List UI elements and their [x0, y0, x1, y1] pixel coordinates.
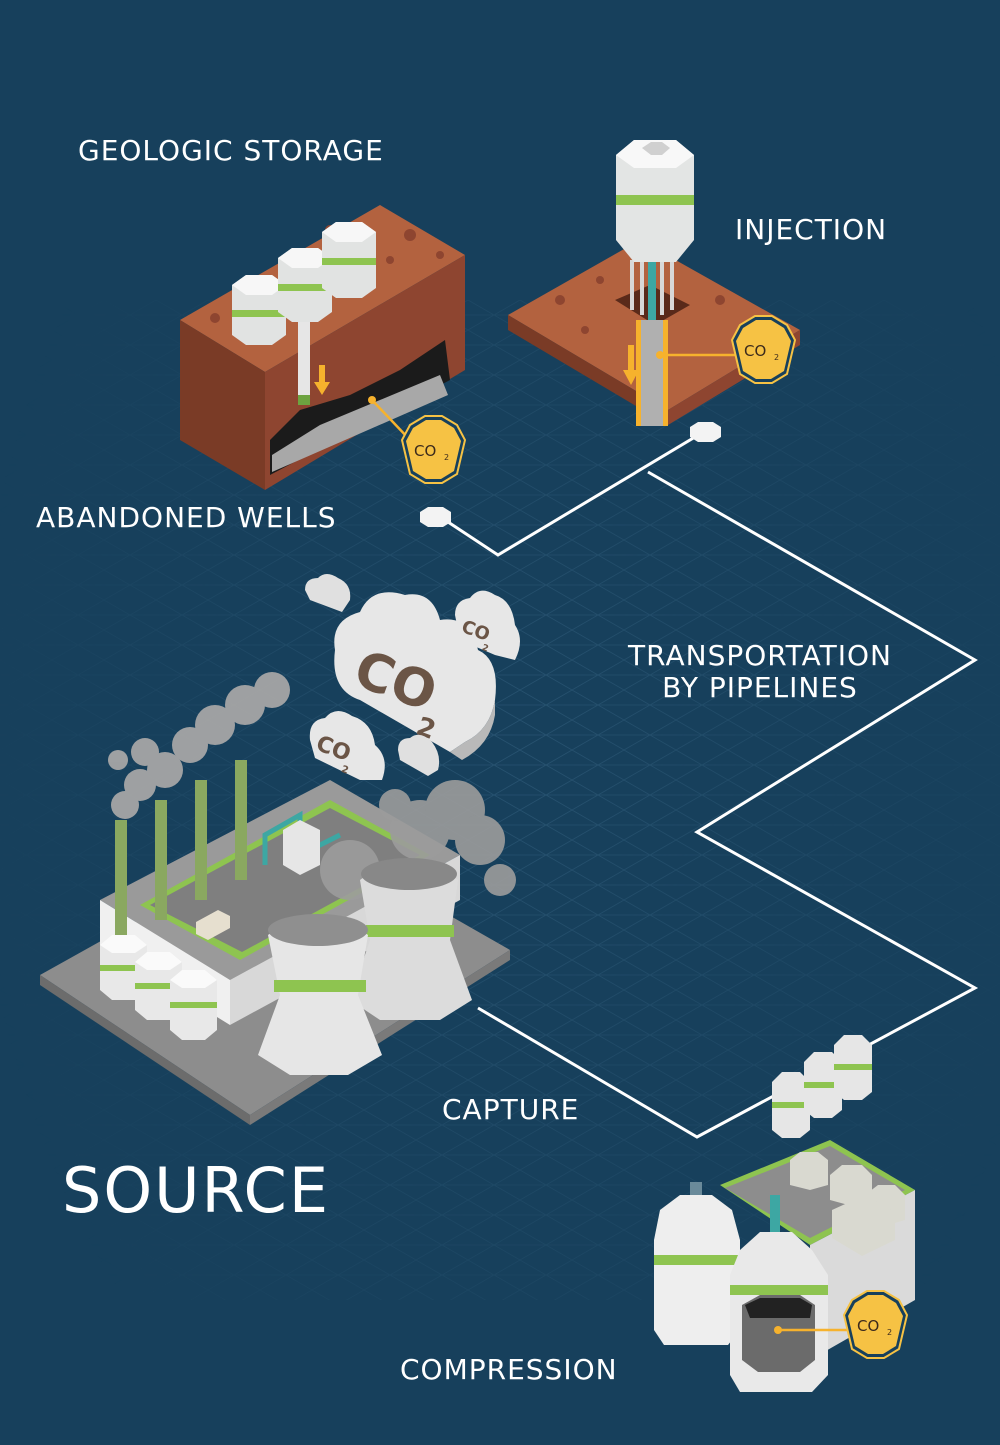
co2-badge-injection: CO 2 — [732, 316, 795, 383]
label-transportation-line1: TRANSPORTATION — [590, 642, 930, 670]
smokestack — [155, 800, 167, 920]
isometric-grid — [0, 300, 1000, 1300]
label-transportation-line2: BY PIPELINES — [590, 674, 930, 702]
co2-badge-subscript: 2 — [444, 453, 449, 462]
label-source: SOURCE — [62, 1160, 330, 1222]
smokestack — [115, 820, 127, 940]
smokestack — [195, 780, 207, 900]
label-geologic-storage: GEOLOGIC STORAGE — [78, 137, 384, 165]
smokestack — [235, 760, 247, 880]
pipeline-node-wells — [420, 507, 451, 527]
storage-tank — [232, 275, 286, 345]
co2-badge-compression: CO 2 — [844, 1291, 907, 1358]
pipeline-node-injection — [690, 422, 721, 442]
co2-badge-text: CO — [744, 342, 766, 360]
plant-tank — [170, 970, 217, 1040]
co2-badge-subscript: 2 — [774, 353, 779, 362]
label-transportation: TRANSPORTATION BY PIPELINES — [590, 642, 930, 702]
injection-tank — [616, 140, 694, 262]
storage-tank — [322, 222, 376, 298]
label-abandoned-wells: ABANDONED WELLS — [36, 504, 337, 532]
co2-badge-storage: CO 2 — [402, 416, 465, 483]
label-compression: COMPRESSION — [400, 1356, 618, 1384]
co2-badge-text: CO — [414, 442, 436, 460]
label-capture: CAPTURE — [442, 1096, 579, 1124]
co2-badge-text: CO — [857, 1317, 879, 1335]
co2-badge-subscript: 2 — [887, 1328, 892, 1337]
label-injection: INJECTION — [735, 216, 887, 244]
